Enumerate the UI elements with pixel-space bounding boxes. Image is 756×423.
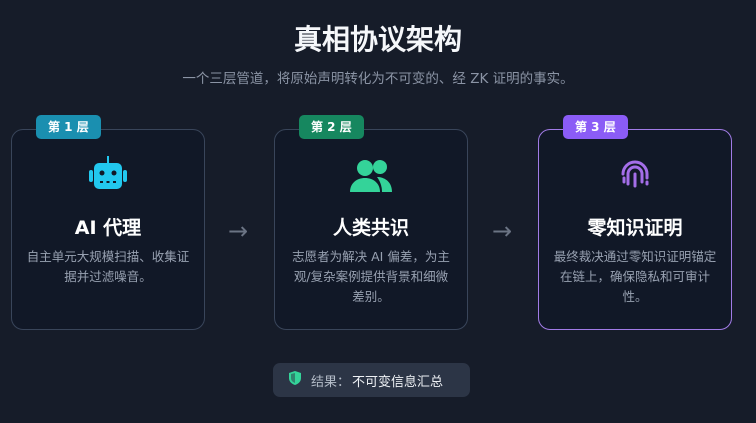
layer-badge: 第 1 层 — [36, 115, 101, 139]
result-value: 不可变信息汇总 — [352, 374, 444, 390]
layer-description: 最终裁决通过零知识证明锚定在链上，确保隐私和可审计性。 — [553, 249, 717, 304]
fingerprint-icon — [539, 156, 731, 196]
layer-card-human-consensus: 第 2 层 人类共识 志愿者为解决 AI 偏差，为主观/复杂案例提供背景和细微差… — [274, 115, 468, 330]
layer-description: 自主单元大规模扫描、收集证据并过滤噪音。 — [26, 249, 190, 284]
layer-badge: 第 2 层 — [299, 115, 364, 139]
result-label: 结果： — [311, 374, 351, 390]
shield-icon — [289, 371, 301, 389]
layer-badge: 第 3 层 — [563, 115, 628, 139]
layer-title: AI 代理 — [74, 217, 142, 239]
arrow-right-icon: → — [492, 217, 513, 245]
arrow-right-icon: → — [228, 217, 249, 245]
result-summary: 结果： 不可变信息汇总 — [273, 363, 470, 397]
users-icon — [275, 156, 467, 196]
page-subtitle: 一个三层管道，将原始声明转化为不可变的、经 ZK 证明的事实。 — [182, 71, 574, 87]
page-title: 真相协议架构 — [293, 23, 462, 56]
layer-card-zk-proof: 第 3 层 零知识证明 最终裁决通过零知识证明锚定在链上，确保隐私和可审计性。 — [538, 115, 732, 330]
layer-title: 零知识证明 — [587, 217, 683, 239]
layer-description: 志愿者为解决 AI 偏差，为主观/复杂案例提供背景和细微差别。 — [292, 249, 450, 304]
layer-title: 人类共识 — [332, 217, 409, 239]
robot-icon — [12, 156, 204, 196]
layer-card-ai-agent: 第 1 层 AI 代理 自主单元大规模扫描、收集证据并过滤噪音。 — [11, 115, 205, 330]
